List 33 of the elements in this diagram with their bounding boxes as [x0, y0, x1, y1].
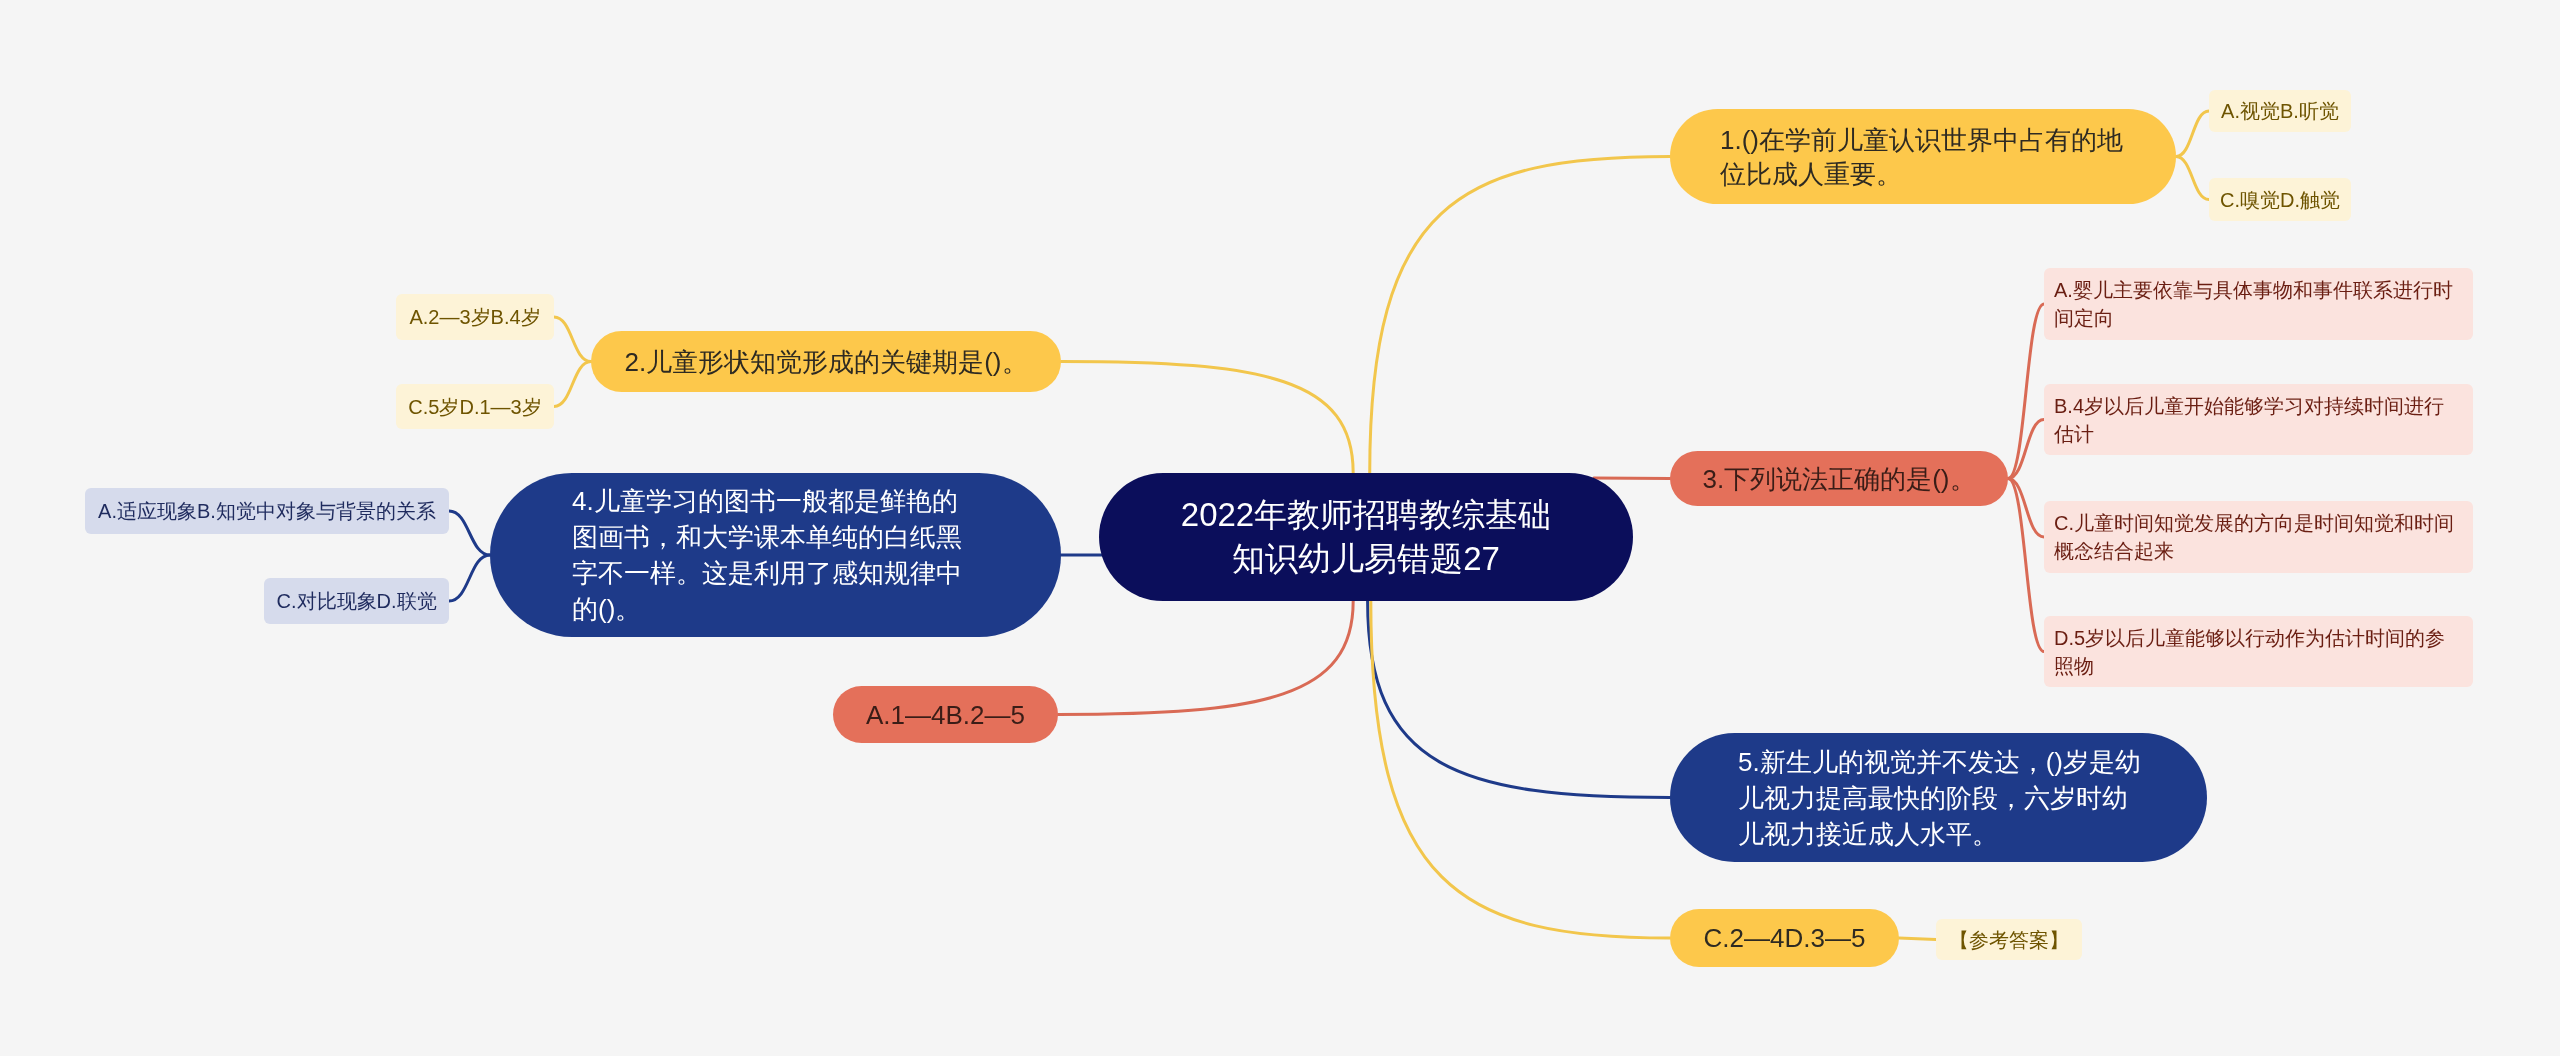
branch-line	[552, 360, 593, 408]
topic-box: A.1—4B.2—5	[833, 686, 1058, 743]
central-topic: 2022年教师招聘教综基础知识幼儿易错题27	[1099, 473, 1633, 601]
branch-line	[1059, 360, 1355, 475]
branch-line	[1368, 155, 1672, 475]
branch-line	[1592, 476, 1672, 480]
subtopic-box: A.视觉B.听觉	[2209, 90, 2351, 132]
subtopic-box: B.4岁以后儿童开始能够学习对持续时间进行估计	[2044, 384, 2473, 455]
topic-box: 1.()在学前儿童认识世界中占有的地位比成人重要。	[1670, 109, 2176, 204]
subtopic-box: C.对比现象D.联觉	[264, 578, 449, 624]
topic-box: 3.下列说法正确的是()。	[1670, 451, 2008, 506]
topic-box: 5.新生儿的视觉并不发达，()岁是幼儿视力提高最快的阶段，六岁时幼儿视力接近成人水平。	[1670, 733, 2207, 862]
branch-line	[447, 509, 492, 557]
subtopic-box: A.2—3岁B.4岁	[396, 294, 554, 340]
topic-box: 2.儿童形状知觉形成的关键期是()。	[591, 331, 1061, 392]
subtopic-box: A.适应现象B.知觉中对象与背景的关系	[85, 488, 449, 534]
branch-line	[2006, 302, 2046, 480]
branch-line	[1366, 599, 1672, 799]
branch-line	[1059, 553, 1104, 557]
branch-line	[2174, 155, 2211, 201]
branch-line	[447, 553, 492, 603]
subtopic-box: C.嗅觉D.触觉	[2209, 178, 2351, 221]
subtopic-box: C.5岁D.1—3岁	[396, 384, 554, 429]
topic-box: 4.儿童学习的图书一般都是鲜艳的图画书，和大学课本单纯的白纸黑字不一样。这是利用了感知规律中的()。	[490, 473, 1061, 637]
branch-line	[1056, 599, 1355, 716]
branch-line	[1897, 936, 1938, 941]
topic-box: C.2—4D.3—5	[1670, 909, 1899, 967]
subtopic-box: C.儿童时间知觉发展的方向是时间知觉和时间概念结合起来	[2044, 501, 2473, 573]
subtopic-box: D.5岁以后儿童能够以行动作为估计时间的参照物	[2044, 616, 2473, 687]
subtopic-box: A.婴儿主要依靠与具体事物和事件联系进行时间定向	[2044, 268, 2473, 340]
subtopic-box: 【参考答案】	[1936, 919, 2082, 960]
branch-line	[1369, 599, 1672, 940]
branch-line	[2006, 477, 2046, 653]
